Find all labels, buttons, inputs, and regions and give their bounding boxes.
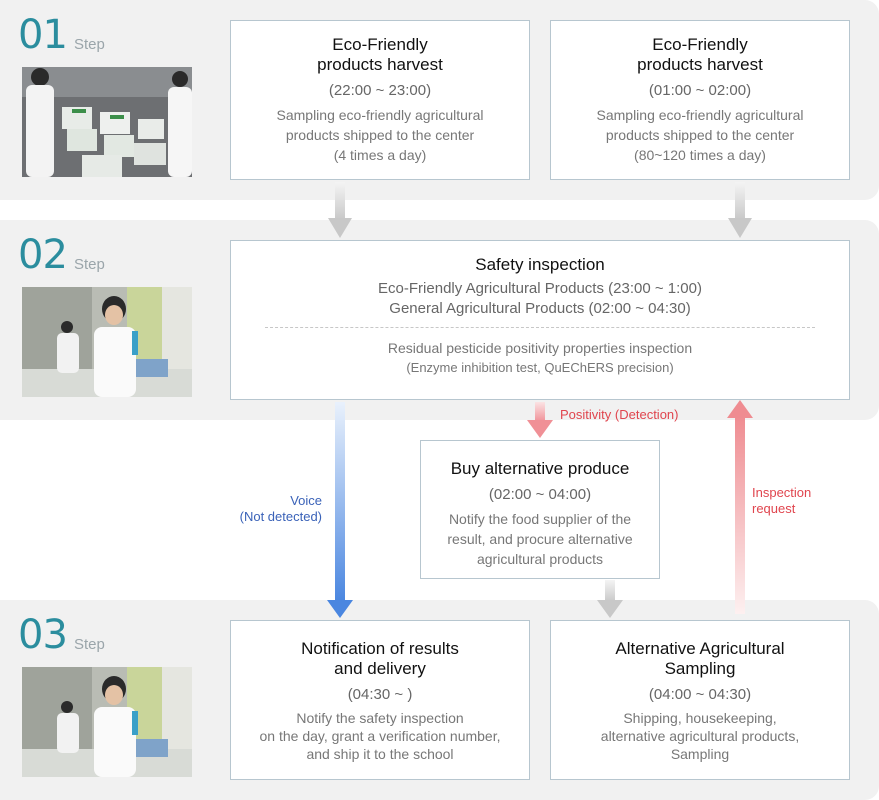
box-desc: products shipped to the center <box>605 127 795 143</box>
box-desc: (4 times a day) <box>333 147 427 163</box>
box-desc: alternative agricultural products, <box>600 728 800 744</box>
box-time: (02:00 ~ 04:00) <box>488 486 592 503</box>
voice-text: Voice <box>290 493 322 508</box>
inspection-request-label: Inspection request <box>752 485 811 517</box>
box-title: products harvest <box>317 55 443 74</box>
buy-alternative-box: Buy alternative produce (02:00 ~ 04:00) … <box>420 440 660 579</box>
box-desc: on the day, grant a verification number, <box>259 728 501 744</box>
step-number: 03 <box>18 612 68 658</box>
request-text: request <box>752 501 796 516</box>
lab-photo <box>22 667 192 777</box>
not-detected-label: Voice (Not detected) <box>200 493 322 525</box>
arrow-not-detected <box>327 402 353 618</box>
box-time: (01:00 ~ 02:00) <box>648 82 752 99</box>
box-title: Eco-Friendly <box>652 35 748 54</box>
arrow-inspection-request <box>727 400 753 614</box>
general-harvest-box: Eco-Friendly products harvest (01:00 ~ 0… <box>550 20 850 180</box>
box-desc: Shipping, housekeeping, <box>623 710 777 726</box>
box-time: (22:00 ~ 23:00) <box>328 82 432 99</box>
box-desc: products shipped to the center <box>285 127 475 143</box>
step-label: Step <box>74 636 105 653</box>
box-title: Alternative Agricultural <box>615 639 785 658</box>
arrow-positivity <box>527 402 553 438</box>
arrow-eco-to-safety <box>328 182 352 238</box>
box-desc: result, and procure alternative <box>447 531 633 547</box>
eco-harvest-box: Eco-Friendly products harvest (22:00 ~ 2… <box>230 20 530 180</box>
notification-box: Notification of results and delivery (04… <box>230 620 530 780</box>
box-desc: Residual pesticide positivity properties… <box>387 340 693 356</box>
box-desc: Notify the safety inspection <box>296 710 464 726</box>
step-label: Step <box>74 256 105 273</box>
alternative-sampling-box: Alternative Agricultural Sampling (04:00… <box>550 620 850 780</box>
step-label: Step <box>74 36 105 53</box>
box-title: Eco-Friendly <box>332 35 428 54</box>
positivity-label: Positivity (Detection) <box>560 407 679 422</box>
step-number: 01 <box>18 12 68 58</box>
arrow-general-to-safety <box>728 182 752 238</box>
box-desc: Sampling <box>670 746 730 762</box>
box-title: Sampling <box>664 659 736 678</box>
box-title: Buy alternative produce <box>450 459 630 478</box>
box-time: (04:30 ~ ) <box>347 686 413 703</box>
box-title: Safety inspection <box>475 255 605 274</box>
box-desc: and ship it to the school <box>306 746 454 762</box>
box-title: and delivery <box>334 659 426 678</box>
box-desc: Sampling eco-friendly agricultural <box>596 107 804 123</box>
box-desc: (80~120 times a day) <box>634 147 766 163</box>
warehouse-photo <box>22 67 192 177</box>
arrow-alternative-to-sampling <box>597 580 623 618</box>
box-title: Notification of results <box>301 639 459 658</box>
lab-photo <box>22 287 192 397</box>
not-detected-text: (Not detected) <box>239 509 322 524</box>
box-desc: Sampling eco-friendly agricultural <box>276 107 484 123</box>
box-desc: Notify the food supplier of the <box>448 511 632 527</box>
inspection-text: Inspection <box>752 485 812 500</box>
box-desc: agricultural products <box>476 551 604 567</box>
box-title: products harvest <box>637 55 763 74</box>
box-desc: (Enzyme inhibition test, QuEChERS precis… <box>406 360 674 375</box>
box-time: (04:00 ~ 04:30) <box>648 686 752 703</box>
box-time: Eco-Friendly Agricultural Products (23:0… <box>378 280 702 297</box>
box-time: General Agricultural Products (02:00 ~ 0… <box>389 300 691 317</box>
step-number: 02 <box>18 232 68 278</box>
safety-inspection-box: Safety inspection Eco-Friendly Agricultu… <box>230 240 850 400</box>
divider <box>265 327 815 328</box>
